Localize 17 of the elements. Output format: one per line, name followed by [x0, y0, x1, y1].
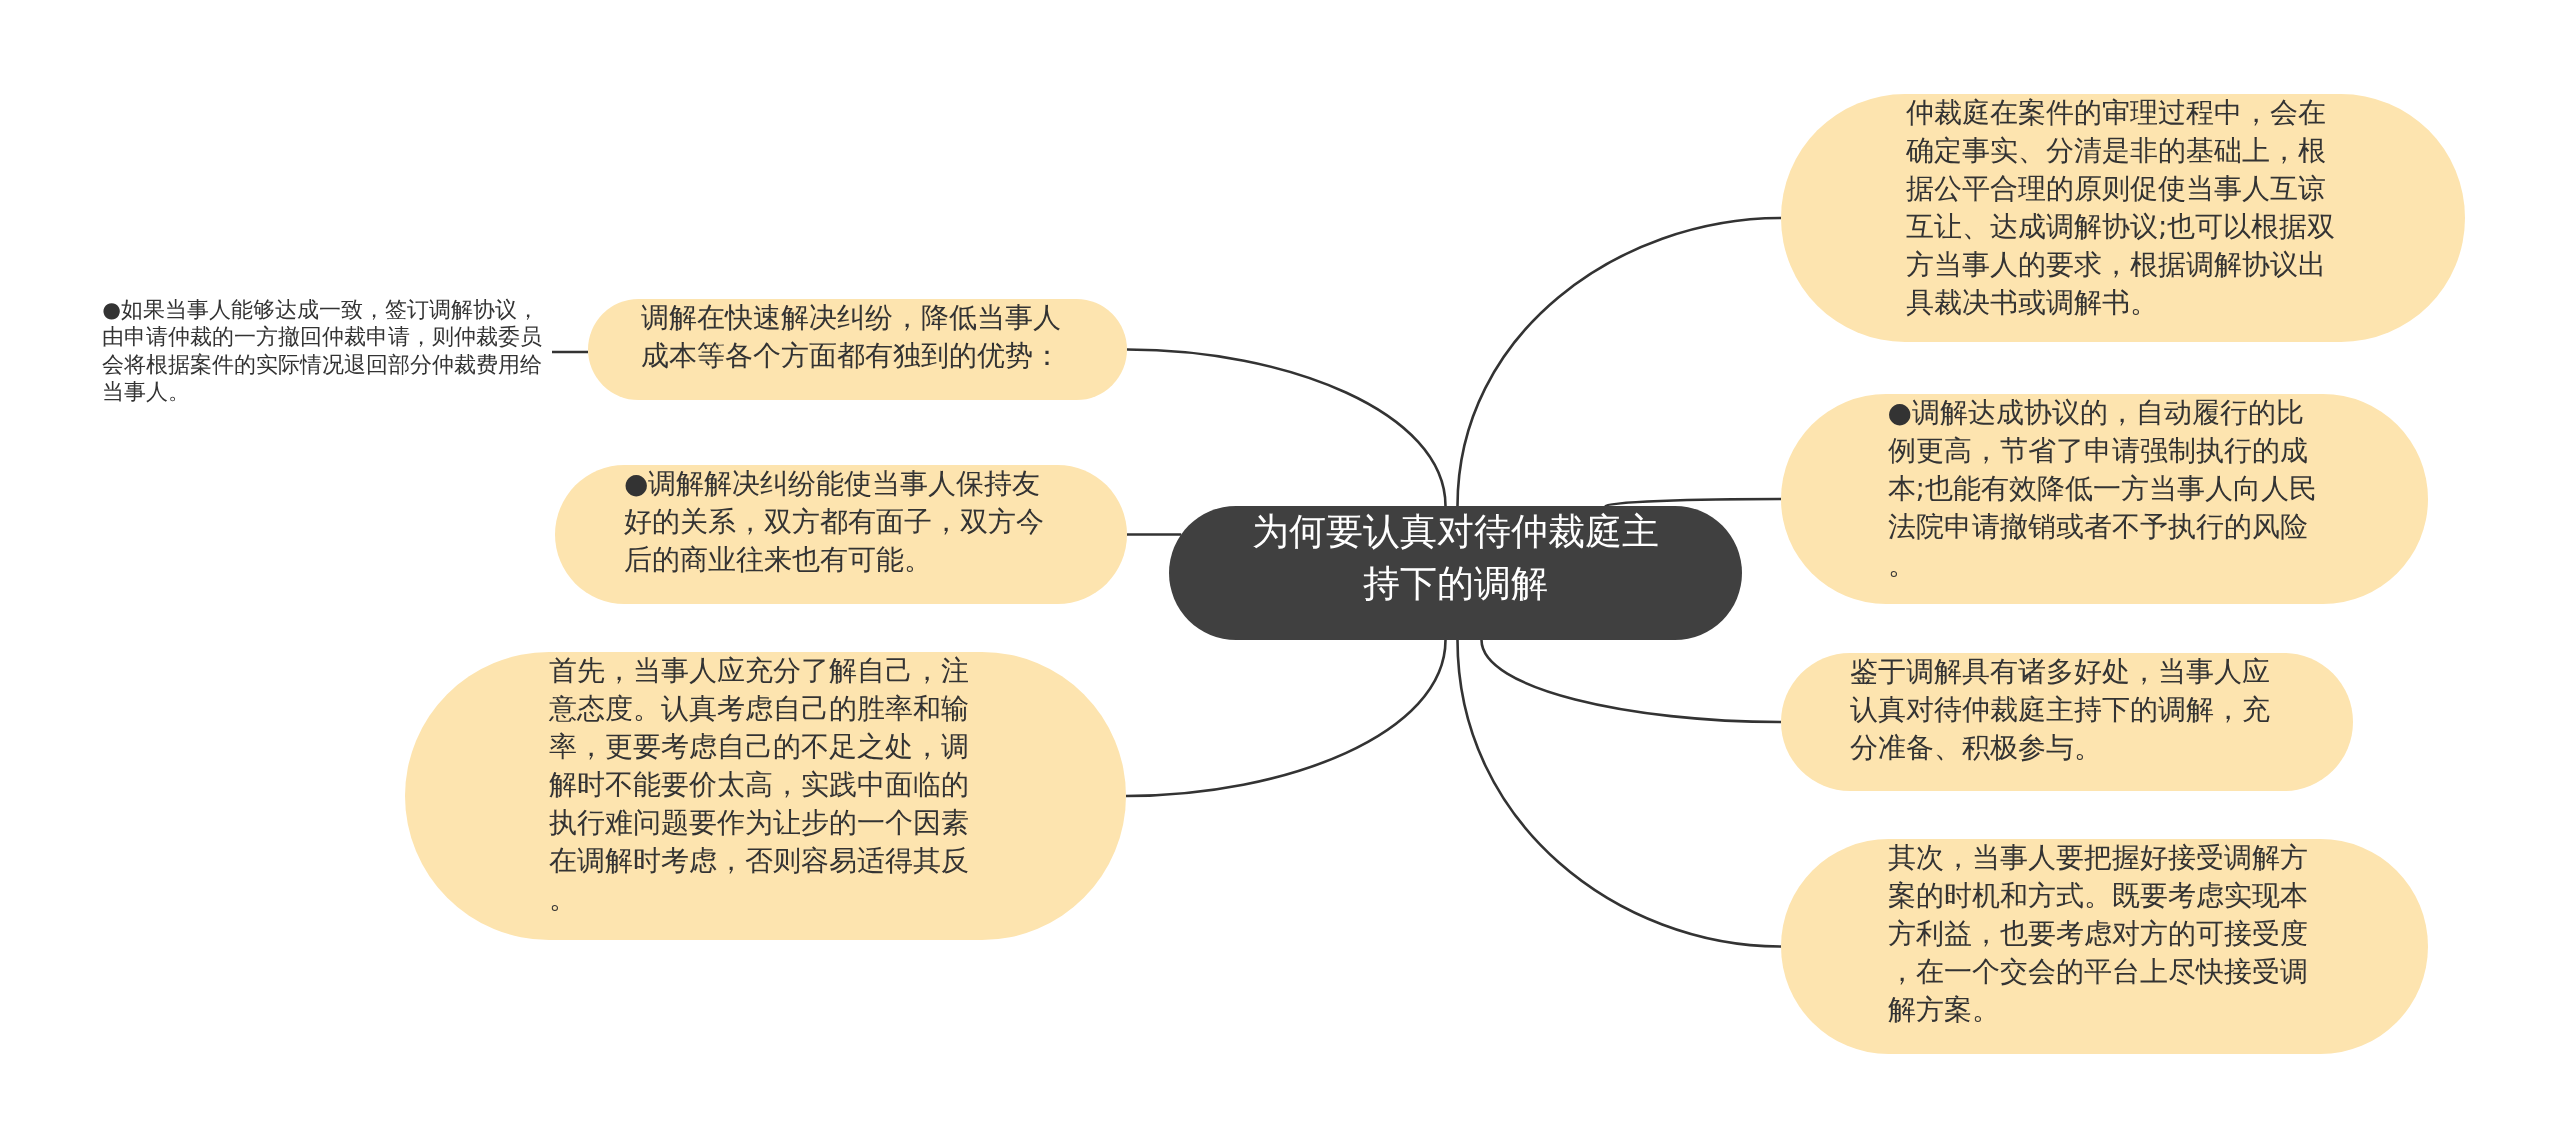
connector-line [1125, 639, 1447, 798]
central-topic-pill: 为何要认真对待仲裁庭主持下的调解 [1169, 506, 1742, 640]
connector-line [1126, 348, 1447, 507]
connector-line [1127, 533, 1182, 536]
topic-pill: ●调解解决纠纷能使当事人保持友好的关系，双方都有面子，双方今后的商业往来也有可能。 [555, 465, 1127, 604]
topic-pill: 首先，当事人应充分了解自己，注意态度。认真考虑自己的胜率和输率，更要考虑自己的不足之处，调解时不能要价太高，实践中面临的执行难问题要作为让步的一个因素在调解时考虑，否则容易适得其反。 [405, 652, 1126, 940]
topic-pill: ●调解达成协议的，自动履行的比例更高，节省了申请强制执行的成本;也能有效降低一方当事人向人民法院申请撤销或者不予执行的风险。 [1781, 394, 2428, 604]
connector-line [1480, 639, 1782, 724]
connector-line [552, 350, 589, 354]
note-text: ●如果当事人能够达成一致，签订调解协议，由申请仲裁的一方撤回仲裁申请，则仲裁委员会将根据案件的实际情况退回部分仲裁费用给当事人。 [102, 296, 552, 408]
topic-pill: 鉴于调解具有诸多好处，当事人应认真对待仲裁庭主持下的调解，充分准备、积极参与。 [1781, 653, 2353, 791]
topic-pill: 仲裁庭在案件的审理过程中，会在确定事实、分清是非的基础上，根据公平合理的原则促使当事人互谅互让、达成调解协议;也可以根据双方当事人的要求，根据调解协议出具裁决书或调解书。 [1781, 94, 2465, 342]
connector-line [1456, 216, 1782, 507]
connector-line [1604, 497, 1781, 508]
topic-pill: 调解在快速解决纠纷，降低当事人成本等各个方面都有独到的优势： [588, 299, 1127, 400]
connector-line [1456, 639, 1782, 948]
topic-pill: 其次，当事人要把握好接受调解方案的时机和方式。既要考虑实现本方利益，也要考虑对方的可接受度，在一个交会的平台上尽快接受调解方案。 [1781, 839, 2428, 1054]
